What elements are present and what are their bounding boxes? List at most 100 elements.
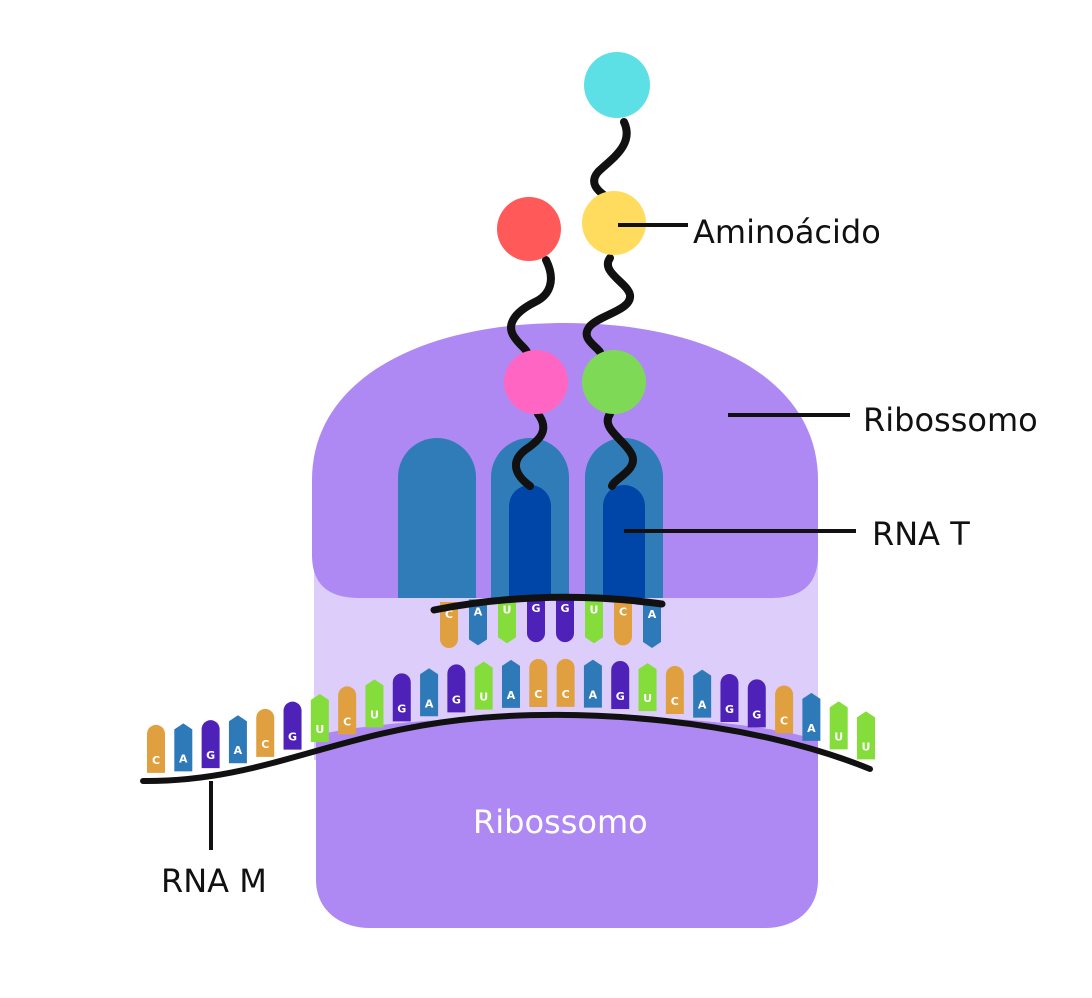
anticodon-base: C bbox=[614, 599, 632, 646]
mrna-base: G bbox=[283, 701, 302, 750]
anticodon-base: G bbox=[527, 596, 545, 643]
mrna-base-letter: G bbox=[397, 702, 406, 715]
mrna-base-letter: U bbox=[479, 691, 488, 704]
chain-segment-top bbox=[590, 118, 631, 200]
anticodon-base-letter: U bbox=[590, 603, 599, 616]
mrna-base-letter: U bbox=[862, 740, 871, 753]
mrna-base: A bbox=[420, 668, 439, 717]
mrna-base: A bbox=[174, 723, 193, 772]
anticodon-base: A bbox=[643, 602, 661, 648]
mrna-base-letter: C bbox=[780, 715, 788, 728]
anticodon-base-letter: U bbox=[503, 603, 512, 616]
mrna-base: C bbox=[775, 685, 794, 734]
mrna-base-letter: G bbox=[206, 749, 215, 762]
mrna-base-letter: C bbox=[152, 754, 160, 767]
mrna-base-shape bbox=[420, 668, 439, 717]
anticodon-base-letter: C bbox=[619, 605, 627, 618]
amino-acid-pink bbox=[504, 350, 568, 414]
anticodon-base-shape bbox=[643, 602, 661, 648]
anticodon-base-letter: C bbox=[445, 608, 453, 621]
mrna-base-shape bbox=[665, 665, 684, 714]
mrna-base-letter: A bbox=[807, 722, 816, 735]
mrna-base-letter: A bbox=[179, 752, 188, 765]
mrna-base-letter: U bbox=[834, 730, 843, 743]
aminoacid-label: Aminoácido bbox=[693, 213, 881, 251]
chain-segment-low-left bbox=[512, 410, 548, 490]
mrna-base-letter: A bbox=[425, 697, 434, 710]
anticodon-base-letter: G bbox=[531, 602, 540, 615]
anticodon-base: U bbox=[498, 597, 516, 644]
trna-slots bbox=[398, 438, 663, 598]
mrna-base-shape bbox=[283, 701, 302, 750]
trna-molecule-1 bbox=[509, 485, 551, 598]
mrna-base: G bbox=[392, 673, 411, 722]
mrna-base-shape bbox=[256, 708, 275, 757]
mrna-backbone bbox=[140, 711, 873, 785]
mrna-base: G bbox=[720, 674, 739, 723]
mrna-base-shape bbox=[392, 673, 411, 722]
mrna-base-letter: G bbox=[725, 703, 734, 716]
mrna-base-letter: A bbox=[698, 699, 707, 712]
anticodon-base-shape bbox=[440, 602, 458, 648]
mrna-base: U bbox=[857, 711, 875, 760]
mrna-base-letter: C bbox=[562, 688, 570, 701]
mrna-base-shape bbox=[802, 692, 821, 741]
amino-acid-green bbox=[582, 350, 646, 414]
mrna-base: G bbox=[447, 664, 466, 713]
anticodon-base: G bbox=[556, 596, 574, 643]
mrna-base: A bbox=[228, 715, 247, 764]
mrna-base-shape bbox=[583, 659, 602, 708]
mrna-base-letter: U bbox=[643, 692, 652, 705]
anticodon-base: U bbox=[585, 597, 603, 644]
mrna-base-shape bbox=[365, 679, 384, 728]
mrna-base: C bbox=[665, 665, 684, 714]
mrna-base-shape bbox=[529, 658, 548, 707]
anticodon-base-shape bbox=[585, 597, 603, 644]
mrna-base-letter: U bbox=[315, 723, 324, 736]
ribosome-small-subunit bbox=[316, 715, 818, 928]
anticodon-base-letter: A bbox=[648, 608, 657, 621]
mrna-base-letter: G bbox=[452, 693, 461, 706]
trna-anticodon-backbone bbox=[430, 593, 666, 614]
mrna-base: A bbox=[583, 659, 602, 708]
mrna-base-letter: C bbox=[671, 695, 679, 708]
mrna-base-letter: G bbox=[288, 731, 297, 744]
mrna-base-letter: C bbox=[534, 688, 542, 701]
anticodon-base: C bbox=[440, 602, 458, 648]
mrna-base-letter: A bbox=[234, 744, 243, 757]
anticodon-base-letter: G bbox=[560, 602, 569, 615]
ribosome-top-label: Ribossomo bbox=[863, 401, 1038, 439]
mrna-base-shape bbox=[857, 711, 875, 760]
mrna-base-shape bbox=[201, 720, 220, 769]
mrna-base-letter: G bbox=[616, 690, 625, 703]
leader-lines bbox=[209, 223, 856, 850]
mrna-base-shape bbox=[502, 659, 520, 708]
amino-acid-chains bbox=[507, 118, 637, 490]
mrna-base: U bbox=[365, 679, 384, 728]
chain-segment-low-right bbox=[603, 410, 637, 490]
mrna-base: C bbox=[256, 708, 275, 757]
mrna-base: U bbox=[474, 661, 493, 710]
mrna-base: G bbox=[201, 720, 220, 769]
mrna-base: A bbox=[502, 659, 520, 708]
anticodon-base-shape bbox=[556, 596, 574, 643]
mrna-base-shape bbox=[556, 658, 575, 707]
mrna-base-shape bbox=[747, 679, 766, 728]
mrna-base: C bbox=[556, 658, 575, 707]
mrna-label: RNA M bbox=[161, 862, 267, 900]
anticodon-base-shape bbox=[498, 597, 516, 644]
chain-segment-mid-left bbox=[507, 256, 555, 356]
mrna-base: C bbox=[529, 658, 548, 707]
mrna-base-shape bbox=[447, 664, 466, 713]
mrna-base: G bbox=[611, 660, 630, 709]
mrna-base: G bbox=[747, 679, 766, 728]
anticodon-base-shape bbox=[614, 599, 632, 646]
mrna-base-shape bbox=[338, 686, 357, 735]
trna-slot-1 bbox=[398, 438, 476, 598]
anticodon-base-letter: A bbox=[474, 605, 483, 618]
mrna-base-shape bbox=[611, 660, 630, 709]
mrna-base-letter: A bbox=[589, 689, 598, 702]
anticodon-base-shape bbox=[469, 599, 487, 646]
mrna-base: C bbox=[147, 724, 165, 773]
